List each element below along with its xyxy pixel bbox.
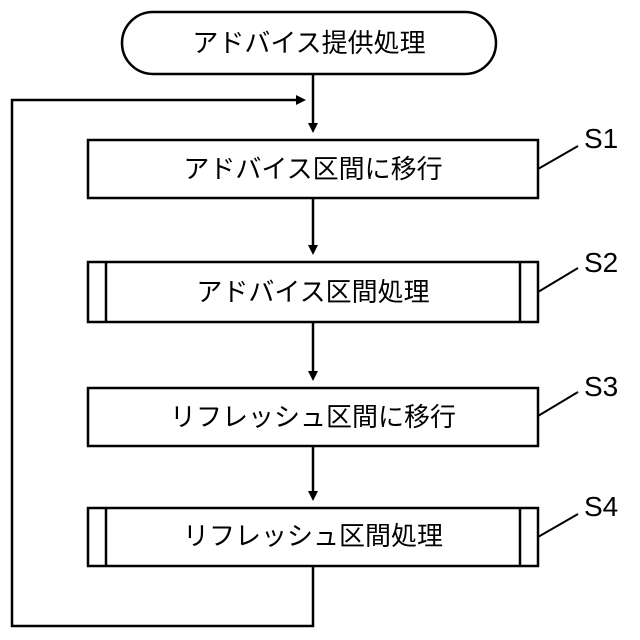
step-s4-id: S4 <box>584 491 618 522</box>
start-terminator: アドバイス提供処理 <box>122 12 496 74</box>
step-s3-label: リフレッシュ区間に移行 <box>170 403 456 433</box>
step-s1-leader <box>538 146 578 169</box>
step-s2-label: アドバイス区間処理 <box>196 278 429 308</box>
step-s2-id: S2 <box>584 247 618 278</box>
step-s4-leader <box>538 514 578 537</box>
step-s1-label: アドバイス区間に移行 <box>183 155 442 185</box>
step-s2: アドバイス区間処理 S2 <box>88 247 618 322</box>
step-s4-label: リフレッシュ区間処理 <box>183 522 443 552</box>
step-s3: リフレッシュ区間に移行 S3 <box>88 371 618 446</box>
step-s1: アドバイス区間に移行 S1 <box>88 123 618 198</box>
start-terminator-label: アドバイス提供処理 <box>192 29 425 59</box>
step-s1-id: S1 <box>584 123 618 154</box>
step-s4: リフレッシュ区間処理 S4 <box>88 491 618 566</box>
step-s2-leader <box>538 268 578 292</box>
step-s3-id: S3 <box>584 371 618 402</box>
step-s3-leader <box>538 392 578 416</box>
